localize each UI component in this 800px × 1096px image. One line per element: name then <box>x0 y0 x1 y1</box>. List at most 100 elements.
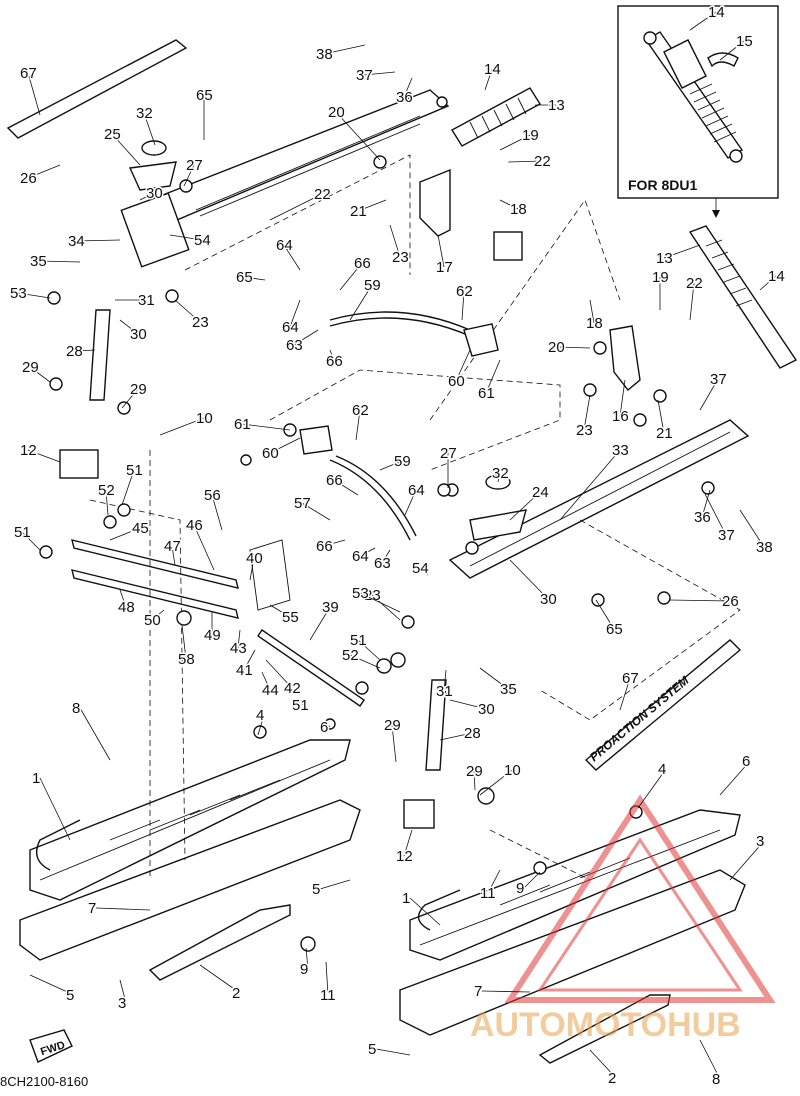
callout-number: 1 <box>32 770 40 787</box>
callout-leader <box>589 1049 617 1079</box>
callout-leader <box>241 423 291 431</box>
left-ski <box>19 739 361 981</box>
callout-number: 67 <box>622 670 639 687</box>
spindles <box>89 309 447 771</box>
callout-leader <box>499 134 531 151</box>
callout-leader <box>269 604 291 618</box>
callout-leader <box>484 68 493 91</box>
callout-number: 29 <box>130 381 147 398</box>
callout-leader <box>289 299 301 328</box>
callout-number: 58 <box>178 651 195 668</box>
callout-number: 2 <box>608 1070 616 1087</box>
callout-leader <box>669 599 731 602</box>
callout-number: 44 <box>262 682 279 699</box>
callout-number: 27 <box>186 157 203 174</box>
callout-number: 29 <box>22 359 39 376</box>
callout-number: 31 <box>436 683 453 700</box>
callout-number: 32 <box>492 465 509 482</box>
callout-number: 65 <box>236 269 253 286</box>
callout-number: 43 <box>230 640 247 657</box>
callout-number: 56 <box>204 487 221 504</box>
callout-number: 51 <box>14 524 31 541</box>
callout-number: 8 <box>72 700 80 717</box>
callout-leader <box>497 472 501 483</box>
callout-number: 23 <box>192 314 209 331</box>
callout-number: 51 <box>292 697 309 714</box>
callout-number: 4 <box>256 707 264 724</box>
callout-number: 30 <box>540 591 557 608</box>
callout-number: 11 <box>320 987 336 1004</box>
callout-leader <box>211 494 223 531</box>
callout-number: 6 <box>320 719 328 736</box>
callout-leader <box>27 449 61 463</box>
callout-number: 19 <box>652 269 669 286</box>
callout-number: 29 <box>384 717 401 734</box>
left-rods <box>71 539 365 707</box>
callout-leader <box>375 1048 411 1056</box>
callout-number: 2 <box>232 985 240 1002</box>
callout-number: 30 <box>130 326 147 343</box>
callout-leader <box>689 11 717 31</box>
callout-number: 67 <box>20 65 37 82</box>
callout-number: 51 <box>126 462 143 479</box>
callout-number: 37 <box>356 67 373 84</box>
callout-leader <box>105 489 109 516</box>
callout-leader <box>583 394 591 431</box>
callout-number: 26 <box>722 593 739 610</box>
callout-leader <box>325 961 329 996</box>
callout-leader <box>111 133 141 166</box>
callout-number: 22 <box>686 275 703 292</box>
callout-number: 14 <box>768 268 785 285</box>
callout-leader <box>143 112 156 146</box>
callout-number: 64 <box>352 548 369 565</box>
callout-number: 28 <box>464 725 481 742</box>
callout-leader <box>261 671 271 691</box>
callout-number: 27 <box>440 445 457 462</box>
callout-leader <box>359 547 376 557</box>
callout-leader <box>473 770 476 791</box>
callout-number: 51 <box>350 632 367 649</box>
callout-leader <box>559 449 621 521</box>
callout-leader <box>355 409 361 441</box>
callout-number: 8 <box>712 1071 720 1088</box>
callout-number: 34 <box>68 233 85 250</box>
callout-labels: 1122334455566778899101011111212131314141… <box>9 3 787 1090</box>
callout-leader <box>17 292 51 299</box>
callout-leader <box>305 947 309 970</box>
callout-leader <box>455 349 471 382</box>
callout-leader <box>595 599 615 630</box>
callout-number: 37 <box>718 527 735 544</box>
callout-number: 23 <box>392 249 409 266</box>
callout-leader <box>509 559 549 600</box>
callout-leader <box>199 964 241 994</box>
callout-leader <box>73 349 96 352</box>
callout-leader <box>249 557 255 581</box>
callout-number: 37 <box>710 371 727 388</box>
callout-number: 40 <box>246 550 263 567</box>
callout-leader <box>139 192 155 201</box>
callout-leader <box>283 244 301 271</box>
callout-leader <box>121 388 139 409</box>
callout-leader <box>371 594 401 621</box>
callout-number: 66 <box>326 353 343 370</box>
callout-leader <box>269 193 323 221</box>
callout-number: 59 <box>364 277 381 294</box>
callout-leader <box>729 840 765 881</box>
callout-leader <box>119 589 127 608</box>
hardware-small <box>39 96 715 952</box>
callout-number: 18 <box>510 201 527 218</box>
callout-leader <box>485 359 501 394</box>
callout-leader <box>121 469 135 506</box>
callout-leader <box>663 244 701 259</box>
callout-leader <box>699 1039 721 1080</box>
callout-number: 42 <box>284 680 301 697</box>
right-slide-rail <box>448 419 750 579</box>
callout-leader <box>119 319 139 335</box>
callout-leader <box>39 777 71 841</box>
callout-number: 62 <box>352 402 369 419</box>
callout-leader <box>79 707 111 761</box>
callout-number: 15 <box>736 33 753 50</box>
callout-number: 5 <box>312 881 320 898</box>
callout-leader <box>657 399 665 434</box>
right-ski <box>399 809 746 1064</box>
